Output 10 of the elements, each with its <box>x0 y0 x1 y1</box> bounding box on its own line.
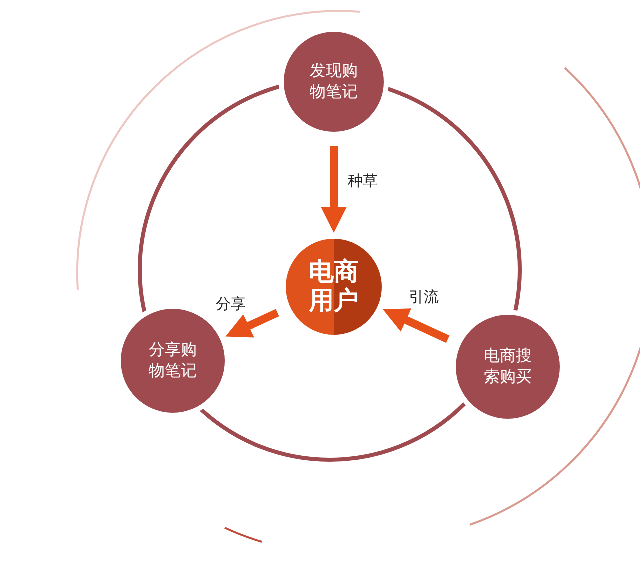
arrow <box>383 308 450 344</box>
node-label: 分享购物笔记 <box>148 340 198 382</box>
arrow <box>226 309 280 338</box>
edge-label: 引流 <box>409 288 439 307</box>
node-label: 发现购物笔记 <box>309 61 359 103</box>
arrow <box>321 146 347 233</box>
edge-label: 种草 <box>348 172 378 191</box>
node-label: 电商用户 <box>308 258 360 316</box>
node-label: 电商搜索购买 <box>483 346 533 388</box>
edge-label: 分享 <box>216 295 246 314</box>
